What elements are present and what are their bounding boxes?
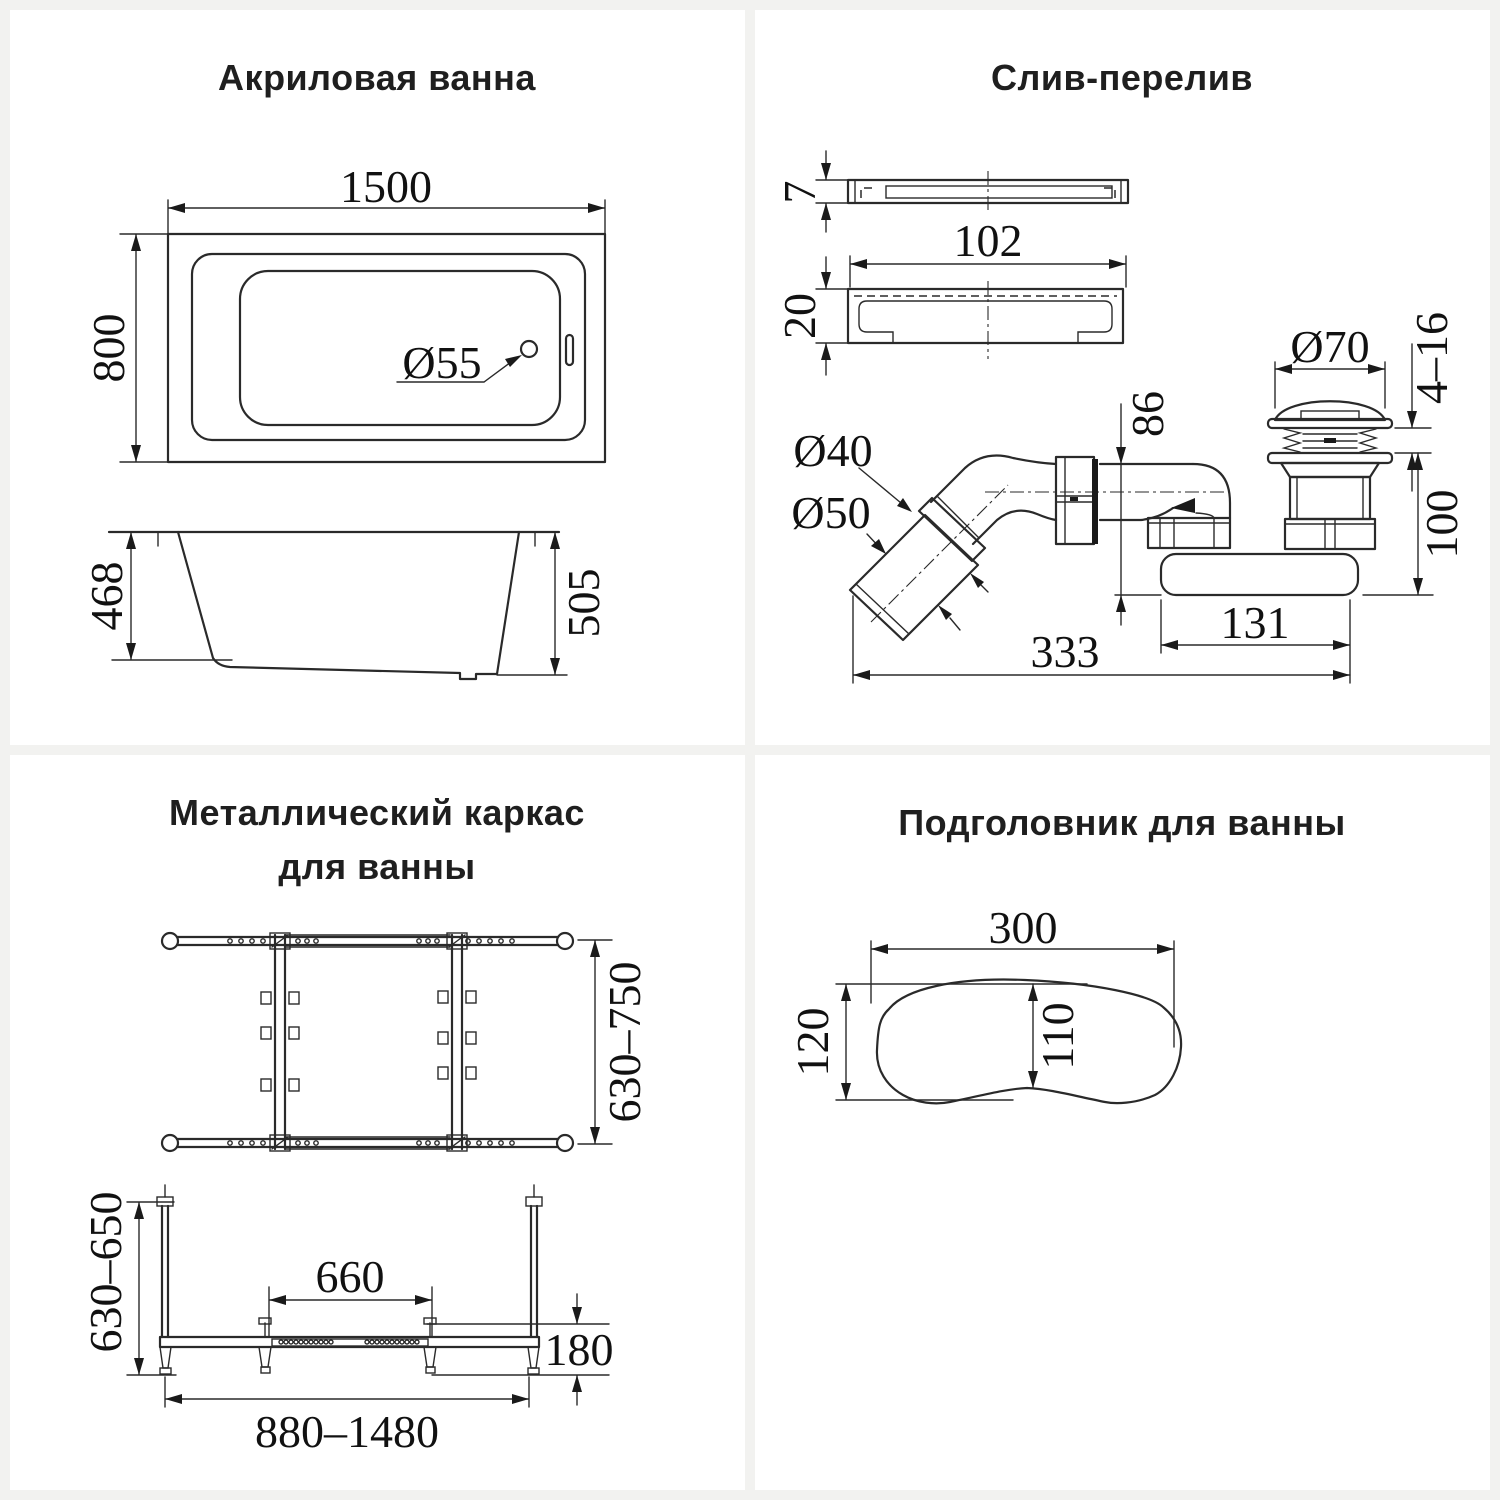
bath-drawing: Акриловая ванна 1500 800 Ø55 [81, 57, 609, 681]
bath-inner-height-dimension: 468 [81, 531, 233, 661]
cap-diameter-label: Ø70 [1290, 321, 1369, 372]
elbow-nut [1146, 516, 1232, 550]
overflow-slot [564, 333, 575, 367]
headrest-depth-label: 120 [787, 1008, 838, 1077]
bath-inner-height-label: 468 [81, 562, 132, 631]
beam-height-label: 180 [545, 1324, 614, 1375]
clamp-range-label: 4–16 [1406, 312, 1457, 404]
total-length-dimension: 333 [852, 595, 1351, 684]
bath-top-view [166, 232, 607, 464]
outlet-diameter-label: Ø50 [791, 487, 870, 538]
panel-frame: Металлический каркас для ванны [10, 755, 745, 1490]
frame-clips [260, 990, 477, 1092]
center-span-label: 660 [316, 1251, 385, 1302]
leg-height-label: 630–650 [80, 1192, 131, 1353]
bath-length-dimension: 1500 [167, 161, 606, 235]
bath-outer-height-label: 505 [558, 569, 609, 638]
rail-holes [227, 938, 515, 1146]
body-height-dimension: 20 [774, 256, 849, 376]
siphon-base [1159, 552, 1360, 597]
center-span-dimension: 660 [268, 1251, 433, 1338]
headrest-drawing: Подголовник для ванны 300 120 110 [787, 802, 1345, 1105]
waste-unit [1266, 400, 1394, 551]
bath-side-view [107, 530, 561, 681]
base-length-dimension: 131 [1160, 597, 1351, 684]
headrest-title: Подголовник для ванны [898, 802, 1345, 843]
overflow-body-front [846, 281, 1125, 359]
leg-height-dimension: 630–650 [80, 1192, 177, 1376]
unit-height-dimension: 100 [1362, 452, 1467, 596]
panel-acrylic-bath: Акриловая ванна 1500 800 Ø55 [10, 10, 745, 745]
unit-height-label: 100 [1416, 490, 1467, 559]
headrest-inner-depth-label: 110 [1032, 1002, 1083, 1069]
body-height-label: 20 [774, 293, 825, 339]
frame-title-line2: для ванны [278, 846, 475, 887]
drain-hole [519, 339, 539, 359]
total-length-label: 333 [1031, 626, 1100, 677]
drop-height-dimension: 86 [1114, 391, 1173, 626]
bath-drain-label: Ø55 [402, 337, 481, 388]
frame-side-view [156, 1184, 543, 1375]
bath-width-label: 800 [83, 314, 134, 383]
siphon-assembly [848, 400, 1394, 642]
beam-height-dimension: 180 [426, 1293, 614, 1406]
bath-outer-height-dimension: 505 [496, 531, 609, 676]
frame-title-line1: Металлический каркас [169, 792, 585, 833]
clamp-range-dimension: 4–16 [1394, 312, 1457, 492]
plate-thickness-dimension: 7 [774, 150, 849, 233]
inlet-diameter-label: Ø40 [793, 425, 872, 476]
drop-height-label: 86 [1122, 391, 1173, 437]
plate-length-dimension: 102 [849, 215, 1127, 288]
headrest-outline [875, 978, 1183, 1105]
plate-thickness-label: 7 [774, 181, 825, 204]
panel-headrest: Подголовник для ванны 300 120 110 [755, 755, 1490, 1490]
bath-length-label: 1500 [340, 161, 432, 212]
frame-width-label: 630–750 [599, 962, 650, 1123]
overflow-drawing: Слив-перелив 7 102 [774, 57, 1467, 684]
panel-overflow: Слив-перелив 7 102 [755, 10, 1490, 745]
plate-length-label: 102 [954, 215, 1023, 266]
headrest-width-label: 300 [989, 902, 1058, 953]
frame-top-view [160, 931, 575, 1153]
base-length-label: 131 [1221, 597, 1290, 648]
frame-length-label: 880–1480 [255, 1406, 439, 1457]
headrest-inner-depth-dimension: 110 [1028, 983, 1083, 1089]
pipe-diameter-labels: Ø40 Ø50 [791, 425, 989, 631]
overflow-plate-side [846, 171, 1130, 211]
beam-holes [278, 1339, 420, 1345]
frame-length-dimension: 880–1480 [164, 1376, 530, 1457]
headrest-depth-dimension: 120 [787, 983, 1088, 1101]
frame-width-dimension: 630–750 [577, 939, 650, 1145]
cap-diameter-dimension: Ø70 [1274, 321, 1386, 409]
headrest-width-dimension: 300 [870, 902, 1175, 1048]
overflow-title: Слив-перелив [991, 57, 1253, 98]
bath-width-dimension: 800 [83, 233, 169, 463]
frame-drawing: Металлический каркас для ванны [80, 792, 650, 1457]
bath-title: Акриловая ванна [218, 57, 536, 98]
